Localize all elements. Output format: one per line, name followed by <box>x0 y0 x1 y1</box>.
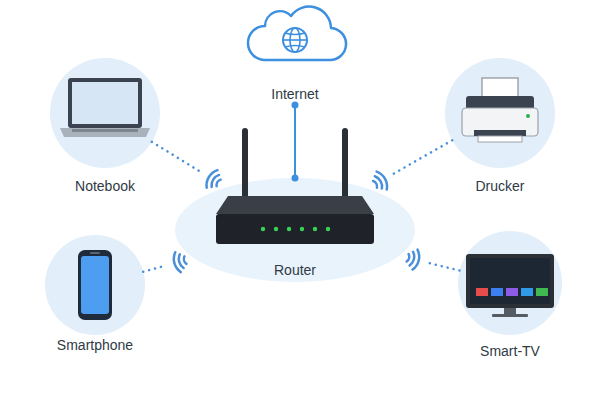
laptop-screen <box>72 82 138 124</box>
node-label: Smart-TV <box>480 343 540 359</box>
tv-stand <box>504 308 516 314</box>
node-label: Drucker <box>475 178 524 194</box>
globe-equator <box>283 39 307 41</box>
laptop-keyboard <box>72 129 138 132</box>
router-led <box>261 227 265 231</box>
line-end-dot <box>292 102 299 109</box>
router-led <box>313 227 317 231</box>
smartphone-icon <box>78 250 112 320</box>
printer-body <box>462 108 538 136</box>
wifi-wave <box>375 176 382 188</box>
printer-led <box>526 114 530 118</box>
phone-screen <box>81 256 109 314</box>
wireless-dotted-line <box>143 265 166 271</box>
wifi-wave <box>207 170 218 188</box>
wireless-dotted-line <box>152 142 202 173</box>
wifi-wave <box>413 250 420 270</box>
device-circle: Notebook <box>50 58 160 168</box>
router-top <box>216 196 374 214</box>
node-label: Smartphone <box>57 337 133 353</box>
tv-tile <box>536 288 548 296</box>
printer-paper-out <box>478 136 522 142</box>
wifi-wave <box>174 252 181 272</box>
device-circle: Smart-TV <box>458 231 562 335</box>
network-connection <box>407 250 460 271</box>
wireless-dotted-line <box>392 140 452 174</box>
tv-foot <box>492 314 528 317</box>
device-circle: Smartphone <box>45 235 145 335</box>
network-connection <box>292 102 299 182</box>
cloud-node: Internet <box>235 0 355 105</box>
wifi-wave <box>407 254 409 262</box>
wifi-wave <box>212 175 220 187</box>
cable-line <box>294 105 296 178</box>
network-connection <box>373 140 452 189</box>
globe-latitude <box>285 33 305 47</box>
phone-body <box>78 250 112 320</box>
tv-tile <box>476 288 488 296</box>
tv-frame <box>466 254 554 308</box>
router-led <box>300 227 304 231</box>
router-led <box>287 227 291 231</box>
phone-speaker <box>90 252 100 254</box>
router-antenna <box>242 128 248 200</box>
wifi-wave <box>377 172 387 190</box>
printer-paper-in <box>482 78 518 100</box>
wifi-wave <box>184 256 187 263</box>
node-label: Router <box>274 262 316 278</box>
node-label: Notebook <box>75 178 135 194</box>
printer-slot <box>474 130 526 136</box>
wireless-dotted-line <box>426 262 459 270</box>
router-led <box>274 227 278 231</box>
printer-icon <box>462 78 538 142</box>
network-connection <box>143 252 186 272</box>
wifi-wave <box>217 180 221 187</box>
cloud-icon <box>248 7 346 60</box>
tv-icon <box>466 254 554 317</box>
globe-outline <box>283 28 307 52</box>
router-antenna <box>342 128 348 200</box>
node-label: Internet <box>271 86 318 102</box>
laptop-lid <box>68 78 142 128</box>
router-icon <box>216 128 374 244</box>
tv-tile <box>491 288 503 296</box>
globe-meridian <box>290 28 300 52</box>
router-node: Router <box>175 178 415 282</box>
laptop-icon <box>60 78 150 137</box>
router-front <box>216 214 374 244</box>
wifi-wave <box>373 181 377 188</box>
tv-screen <box>470 258 550 304</box>
network-connection <box>152 142 221 188</box>
wifi-wave <box>410 252 415 266</box>
cloud-outline <box>248 7 346 60</box>
wifi-wave <box>179 254 184 268</box>
router-led <box>326 227 330 231</box>
tv-tile <box>521 288 533 296</box>
laptop-base <box>60 128 150 137</box>
printer-top <box>466 96 534 110</box>
device-circle: Drucker <box>445 58 555 168</box>
tv-tile <box>506 288 518 296</box>
line-end-dot <box>292 175 299 182</box>
